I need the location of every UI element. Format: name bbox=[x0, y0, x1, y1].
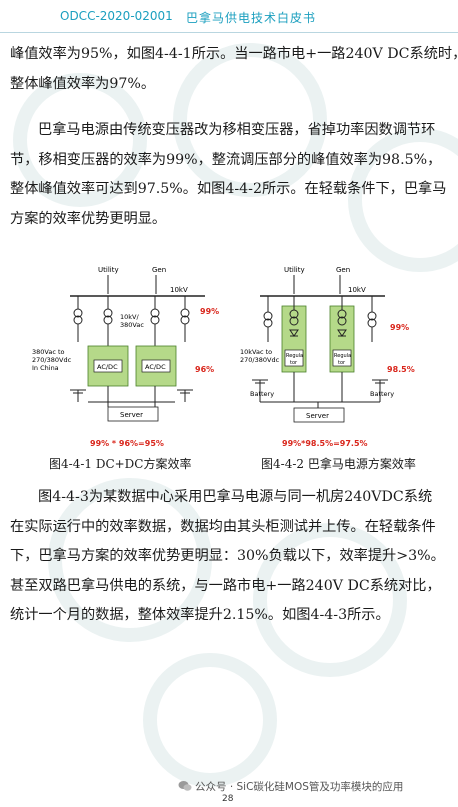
doc-title: 巴拿马供电技术白皮书 bbox=[186, 11, 317, 25]
rectifier-label: 270/380Vdc bbox=[32, 356, 72, 364]
acdc-label: AC/DC bbox=[145, 363, 166, 371]
transformer-label: 380Vac bbox=[120, 321, 144, 329]
regulator-label: Regula bbox=[334, 353, 351, 359]
kv-label: 10kV bbox=[348, 286, 366, 294]
rectifier-label: 10kVac to bbox=[240, 348, 272, 356]
text-line: 在实际运行中的效率数据，数据均由其头柜测试并上传。在轻载条件 bbox=[10, 518, 436, 535]
paragraph-3: 图4-4-3为某数据中心采用巴拿马电源与同一机房240VDC系统 在实际运行中的… bbox=[10, 483, 450, 631]
paragraph-1: 峰值效率为95%，如图4-4-1所示。当一路市电+一路240V DC系统时， 整… bbox=[10, 40, 458, 99]
server-label: Server bbox=[306, 412, 329, 420]
paragraph-2: 巴拿马电源由传统变压器改为移相变压器，省掉功率因数调节环 节，移相变压器的效率为… bbox=[10, 116, 450, 234]
wechat-brand: 公众号 · SiC碳化硅MOS管及功率模块的应用 bbox=[178, 779, 403, 794]
gen-label: Gen bbox=[336, 266, 350, 274]
text-line: 整体峰值效率可达到97.5%。如图4-4-2所示。在轻载条件下，巴拿马 bbox=[10, 181, 447, 197]
efficiency-top: 99% bbox=[390, 323, 409, 332]
text-line: 巴拿马电源由传统变压器改为移相变压器，省掉功率因数调节环 bbox=[38, 122, 436, 138]
efficiency-mid: 98.5% bbox=[387, 365, 415, 374]
regulator-label: Regula bbox=[286, 353, 303, 359]
text-line: 峰值效率为95%，如图4-4-1所示。当一路市电+一路240V DC系统时， bbox=[10, 46, 458, 62]
text-line: 节，移相变压器的效率为99%，整流调压部分的峰值效率为98.5%， bbox=[10, 151, 442, 168]
wechat-icon bbox=[178, 781, 192, 791]
total-efficiency: 99%*98.5%=97.5% bbox=[282, 439, 368, 448]
text-line: 整体峰值效率为97%。 bbox=[10, 75, 156, 92]
transformer-label: 10kV/ bbox=[120, 313, 139, 321]
server-label: Server bbox=[120, 411, 143, 419]
efficiency-mid: 96% bbox=[195, 365, 214, 374]
total-efficiency: 99% * 96%=95% bbox=[90, 439, 164, 448]
rectifier-label: 380Vac to bbox=[32, 348, 65, 356]
efficiency-top: 99% bbox=[200, 307, 219, 316]
battery-label: Battery bbox=[250, 390, 274, 398]
page-number: 28 bbox=[222, 794, 234, 804]
page-header: ODCC-2020-02001 巴拿马供电技术白皮书 bbox=[0, 0, 458, 33]
text-line: 统计一个月的数据，整体效率提升2.15%。如图4-4-3所示。 bbox=[10, 607, 390, 623]
rectifier-label: 270/380Vdc bbox=[240, 356, 280, 364]
figure-2-caption: 图4-4-2 巴拿马电源方案效率 bbox=[261, 457, 416, 471]
regulator-label: tor bbox=[338, 360, 346, 366]
utility-label: Utility bbox=[98, 266, 119, 274]
kv-label: 10kV bbox=[170, 286, 188, 294]
brand-text: 公众号 · SiC碳化硅MOS管及功率模块的应用 bbox=[195, 781, 404, 793]
text-line: 图4-4-3为某数据中心采用巴拿马电源与同一机房240VDC系统 bbox=[38, 489, 433, 505]
gen-label: Gen bbox=[152, 266, 166, 274]
doc-id: ODCC-2020-02001 bbox=[60, 9, 173, 23]
figure-1-caption: 图4-4-1 DC+DC方案效率 bbox=[49, 457, 192, 471]
text-line: 甚至双路巴拿马供电的系统，与一路市电+一路240V DC系统对比， bbox=[10, 577, 441, 594]
regulator-label: tor bbox=[290, 360, 298, 366]
utility-label: Utility bbox=[284, 266, 305, 274]
figure-panama-efficiency: Utility Gen 10kV Regula tor Regula tor 9… bbox=[240, 266, 415, 448]
text-line: 下，巴拿马方案的效率优势更明显：30%负载以下，效率提升>3%。 bbox=[10, 548, 445, 564]
battery-label: Battery bbox=[370, 390, 394, 398]
rectifier-label: In China bbox=[32, 364, 59, 372]
text-line: 方案的效率优势更明显。 bbox=[10, 210, 167, 227]
figure-dc-dc-efficiency: Utility Gen 10kV 10kV/ 380Vac 99% 380Vac… bbox=[32, 266, 219, 448]
acdc-label: AC/DC bbox=[97, 363, 118, 371]
